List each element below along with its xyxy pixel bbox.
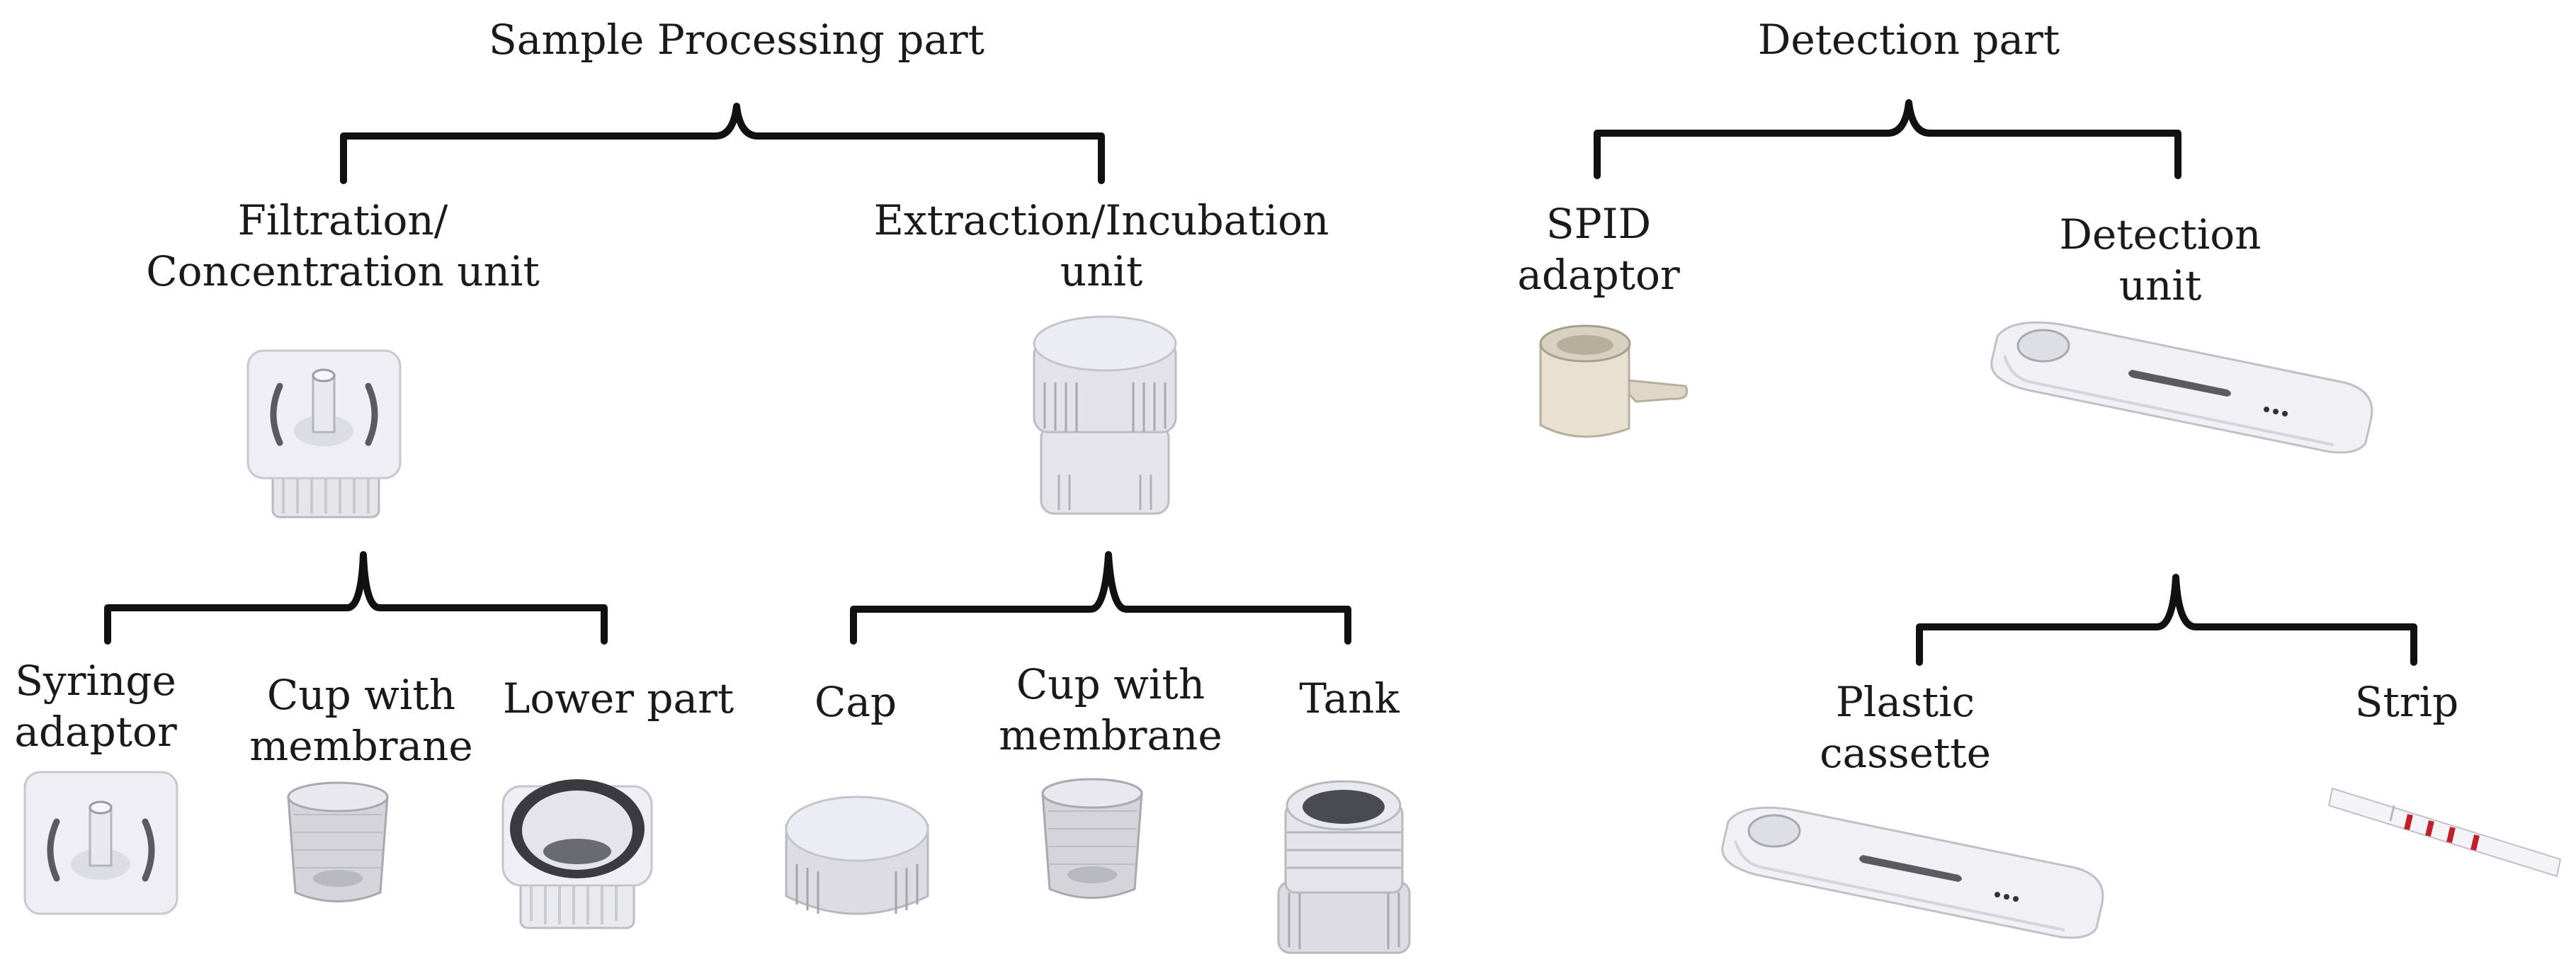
- filtration-parts-bracket: [104, 551, 608, 645]
- sample-processing-bracket: [340, 103, 1105, 184]
- filtration-unit-label: Filtration/Concentration unit: [146, 196, 540, 295]
- syringe-adaptor-icon: [23, 771, 178, 915]
- detection-parts-bracket: [1916, 574, 2417, 666]
- detection-bracket: [1594, 99, 2181, 179]
- cup-membrane-icon: [287, 781, 389, 902]
- cup-membrane-icon: [1041, 778, 1143, 899]
- strip-label: Strip: [2354, 678, 2459, 726]
- extraction-parts-bracket: [850, 551, 1351, 645]
- strip-icon: [2327, 787, 2562, 878]
- spid-adaptor-icon: [1539, 324, 1689, 438]
- tank-icon: [1277, 780, 1411, 954]
- cap-icon: [785, 795, 929, 915]
- detection-title: Detection part: [1757, 16, 2060, 64]
- lower-part-label: Lower part: [502, 674, 734, 723]
- lower-part-icon: [501, 779, 653, 929]
- filtration-unit-icon: [246, 349, 402, 519]
- sample-processing-title: Sample Processing part: [489, 16, 985, 64]
- tank-label: Tank: [1299, 674, 1400, 723]
- extraction-unit-icon: [1033, 315, 1177, 515]
- cap-label: Cap: [814, 678, 897, 726]
- detection-unit-icon: [1990, 321, 2373, 454]
- plastic-cassette-icon: [1721, 806, 2104, 939]
